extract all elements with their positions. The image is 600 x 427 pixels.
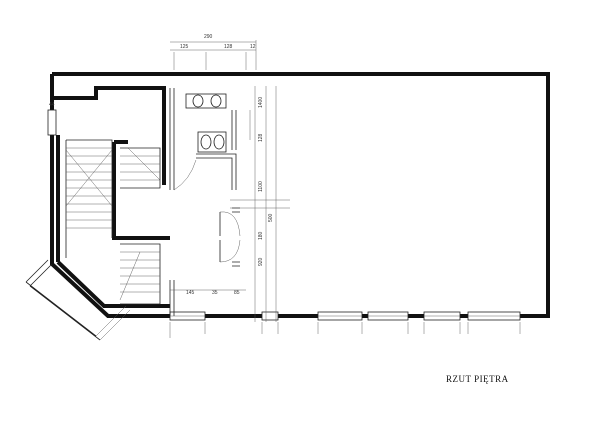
sanitary-fixtures	[185, 93, 251, 153]
door-label: 44	[49, 102, 55, 108]
windows: 44	[47, 102, 521, 321]
dim-top-2: 128	[224, 44, 233, 50]
bay-projection	[25, 259, 131, 341]
dim-top-3: 12	[250, 44, 256, 50]
dim-right-1: 128	[258, 133, 264, 142]
dimension-labels: 290 125 128 12 145 35 85 1400 128 1100 1…	[180, 34, 274, 296]
dim-bottom-1: 35	[212, 290, 218, 296]
dim-right-2: 1100	[258, 181, 264, 192]
drawing-title: RZUT PIĘTRA	[446, 374, 509, 384]
staircase	[65, 139, 161, 305]
dim-bottom-0: 145	[186, 290, 195, 296]
exterior-walls	[50, 72, 550, 318]
dim-right-3: 180	[258, 231, 264, 240]
interior-walls	[112, 88, 240, 316]
dim-right-5: 500	[268, 213, 274, 222]
dim-bottom-2: 85	[234, 290, 240, 296]
construction-lines	[169, 40, 521, 338]
dim-right-4: 920	[258, 257, 264, 266]
dim-top-0: 290	[204, 34, 213, 40]
door-swings	[173, 159, 241, 263]
dim-right-0: 1400	[258, 97, 264, 108]
dim-top-1: 125	[180, 44, 189, 50]
